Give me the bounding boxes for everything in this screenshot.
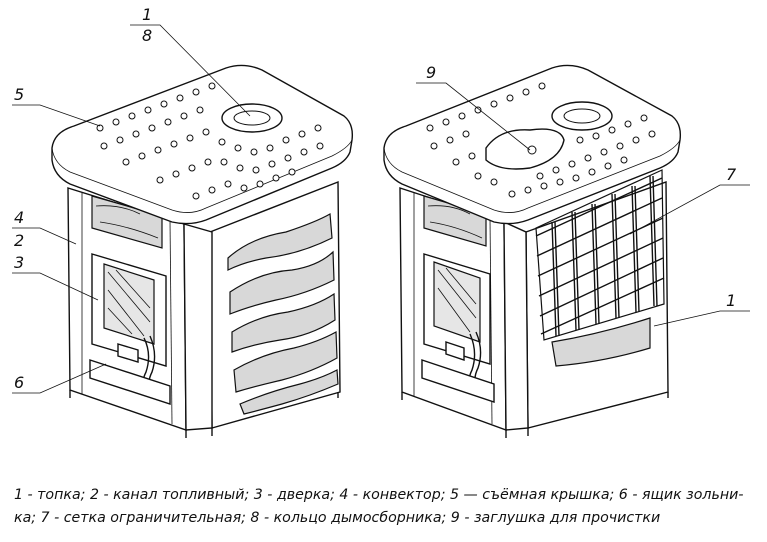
side-stone-pattern [227,213,339,415]
right-door [423,253,491,391]
callout-3: 3 [14,253,24,272]
right-lid-perforations [426,82,656,198]
right-stove [383,64,682,438]
callout-8: 8 [142,26,152,45]
left-stove [51,64,354,438]
right-lid [383,64,682,225]
callout-6: 6 [14,373,24,392]
stove-diagram: 1 8 5 4 2 3 6 9 7 1 [12,5,750,438]
callout-7: 7 [726,165,737,184]
callout-2: 2 [14,231,24,250]
legend-caption: 1 - топка; 2 - канал топливный; 3 - двер… [14,484,756,530]
lid-perforations [96,82,324,200]
callout-4: 4 [14,208,24,227]
callouts: 1 8 5 4 2 3 6 9 7 1 [12,5,750,394]
caption-line-1: 1 - топка; 2 - канал топливный; 3 - двер… [14,487,744,503]
left-lid [51,64,354,225]
callout-1-top: 1 [142,5,152,24]
callout-5: 5 [14,85,24,104]
callout-1-right: 1 [726,291,736,310]
left-door [91,253,167,393]
guard-grid [535,169,665,341]
caption-line-2: ка; 7 - сетка ограничительная; 8 - кольц… [14,510,661,526]
callout-9: 9 [426,63,436,82]
